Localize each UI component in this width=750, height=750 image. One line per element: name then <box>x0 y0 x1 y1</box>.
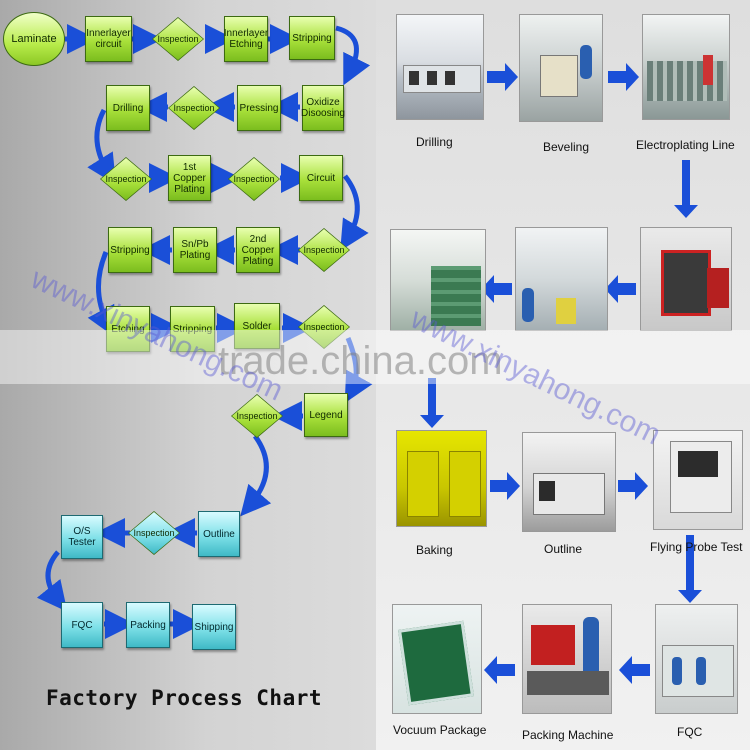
step-inspection-1: Inspection <box>152 17 204 61</box>
step-inspection-8: Inspection <box>128 511 180 555</box>
step-fqc: FQC <box>61 602 103 648</box>
step-inspection-2: Inspection <box>168 86 220 130</box>
photo-label-beveling: Beveling <box>543 140 590 154</box>
step-stripping-3: Stripping <box>170 306 215 352</box>
photo-fqc <box>655 604 738 714</box>
photo-label-packing-machine: Packing Machine <box>522 728 614 742</box>
photo-process-b3 <box>640 227 732 331</box>
step-inspection-7: Inspection <box>231 394 283 438</box>
photo-process-b2 <box>515 227 608 331</box>
photo-packing-machine <box>522 604 612 714</box>
step-inspection-4: Inspection <box>228 157 280 201</box>
photo-baking <box>396 430 487 527</box>
photo-label-flying-probe: Flying Probe Test <box>650 540 743 554</box>
step-copper-1: 1st Copper Plating <box>168 155 211 201</box>
step-circuit: Circuit <box>299 155 343 201</box>
photo-label-outline: Outline <box>544 542 583 556</box>
step-shipping: Shipping <box>192 604 236 650</box>
photo-vacuum-package <box>392 604 482 714</box>
step-laminate: Laminate <box>3 12 65 66</box>
step-drilling: Drilling <box>106 85 150 131</box>
photo-label-electroplating: Electroplating Line <box>636 138 735 152</box>
photo-label-drilling: Drilling <box>416 135 453 149</box>
step-outline: Outline <box>198 511 240 557</box>
step-etching: Etching <box>106 306 150 352</box>
photo-outline <box>522 432 616 532</box>
watermark-band <box>0 330 750 384</box>
watermark-trade-china: trade.china.com <box>218 339 503 383</box>
photo-label-fqc: FQC <box>677 725 703 739</box>
step-innerlayer-etching: Innerlayer Etching <box>224 16 268 62</box>
step-os-tester: O/S Tester <box>61 515 103 559</box>
photo-electroplating <box>642 14 730 120</box>
photo-flying-probe <box>653 430 743 530</box>
step-stripping-1: Stripping <box>289 16 335 60</box>
photo-process-b1 <box>390 229 486 331</box>
chart-title: Factory Process Chart <box>46 686 323 710</box>
step-packing: Packing <box>126 602 170 648</box>
photo-label-vacuum-package: Vocuum Package <box>393 723 487 737</box>
step-solder: Solder <box>234 303 280 349</box>
step-legend: Legend <box>304 393 348 437</box>
step-inspection-3: Inspection <box>100 157 152 201</box>
step-inspection-6: Inspection <box>298 305 350 349</box>
photo-drilling <box>396 14 484 120</box>
step-stripping-2: Stripping <box>108 227 152 273</box>
step-copper-2: 2nd Copper Plating <box>236 227 280 273</box>
step-snpb: Sn/Pb Plating <box>173 227 217 273</box>
photo-beveling <box>519 14 603 122</box>
step-innerlayer-circuit: Innerlayer circuit <box>85 16 132 62</box>
photo-label-baking: Baking <box>416 543 453 557</box>
step-pressing: Pressing <box>237 85 281 131</box>
step-oxidize: Oxidize Disoosing <box>301 85 345 131</box>
step-inspection-5: Inspection <box>298 228 350 272</box>
